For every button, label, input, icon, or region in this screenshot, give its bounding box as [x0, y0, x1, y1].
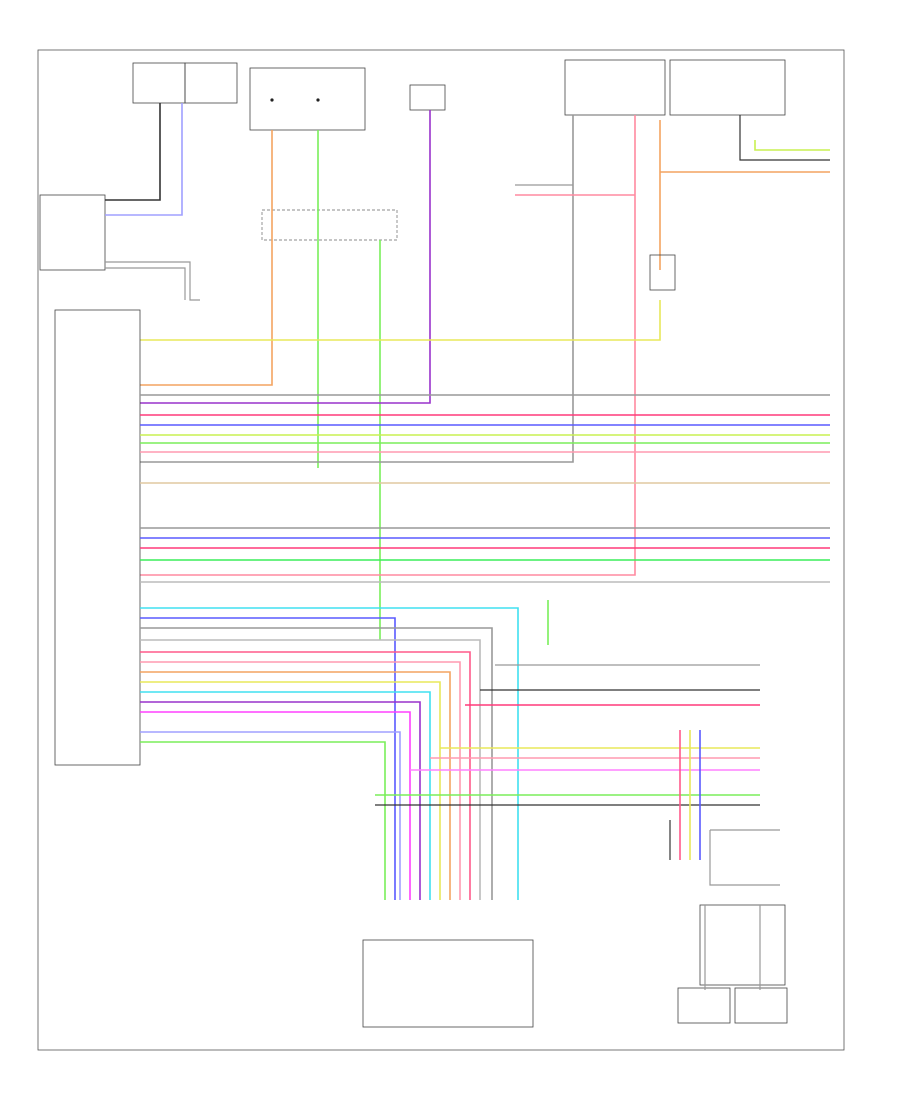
- fuse-box-left: [132, 62, 186, 104]
- wire-yellow-sensor: [140, 300, 661, 341]
- lbus-gray2: [140, 639, 481, 900]
- horizontal-bus: [140, 394, 830, 583]
- wire-gray-relay: [140, 115, 574, 463]
- lbus-gray: [140, 627, 493, 900]
- wire-gray-aux: [105, 261, 200, 301]
- lbus-cyan: [140, 607, 519, 900]
- lbus-blue: [140, 617, 396, 900]
- antenna-right-box: [699, 904, 786, 986]
- wire-blue-fusebox: [105, 103, 183, 216]
- accessory-socket: [669, 59, 786, 116]
- aux-connector: [362, 939, 534, 1028]
- fuse-node-1: [270, 98, 274, 102]
- wire-purple-main: [140, 110, 431, 404]
- wire-black-socket: [739, 115, 830, 161]
- lbus-magenta: [140, 711, 411, 900]
- aux-audio-unit: [39, 194, 106, 271]
- lbus-lightblue: [140, 731, 401, 900]
- audio-unit: [54, 309, 141, 766]
- lbus-orange: [140, 671, 451, 900]
- wire-black-fusebox: [105, 103, 161, 201]
- wire-pink-relay: [140, 115, 636, 576]
- lbus-green: [140, 741, 386, 900]
- wire-green-socket: [754, 140, 830, 151]
- lbus-purple: [140, 701, 421, 900]
- lbus-red: [140, 651, 471, 900]
- lower-bus: [140, 607, 519, 900]
- lbus-pink: [140, 661, 461, 900]
- right-wiring: [375, 600, 780, 886]
- lbus-yellow: [140, 681, 441, 900]
- fuse-box-right: [184, 62, 238, 104]
- antenna-bottom-left: [677, 987, 731, 1024]
- antenna-bottom-right: [734, 987, 788, 1024]
- wire-gray-aux2: [105, 267, 186, 300]
- diagram-frame: [37, 49, 845, 1051]
- relay-box: [409, 84, 446, 111]
- splice-connector: [649, 254, 676, 291]
- wire-orange-main: [140, 130, 273, 386]
- mid-connector: [261, 209, 398, 241]
- hot-at-all-times-box: [249, 67, 366, 131]
- lbus-cyan2: [140, 691, 431, 900]
- power-relay: [564, 59, 666, 116]
- fuse-node-2: [316, 98, 320, 102]
- rw-gray-v: [709, 829, 780, 886]
